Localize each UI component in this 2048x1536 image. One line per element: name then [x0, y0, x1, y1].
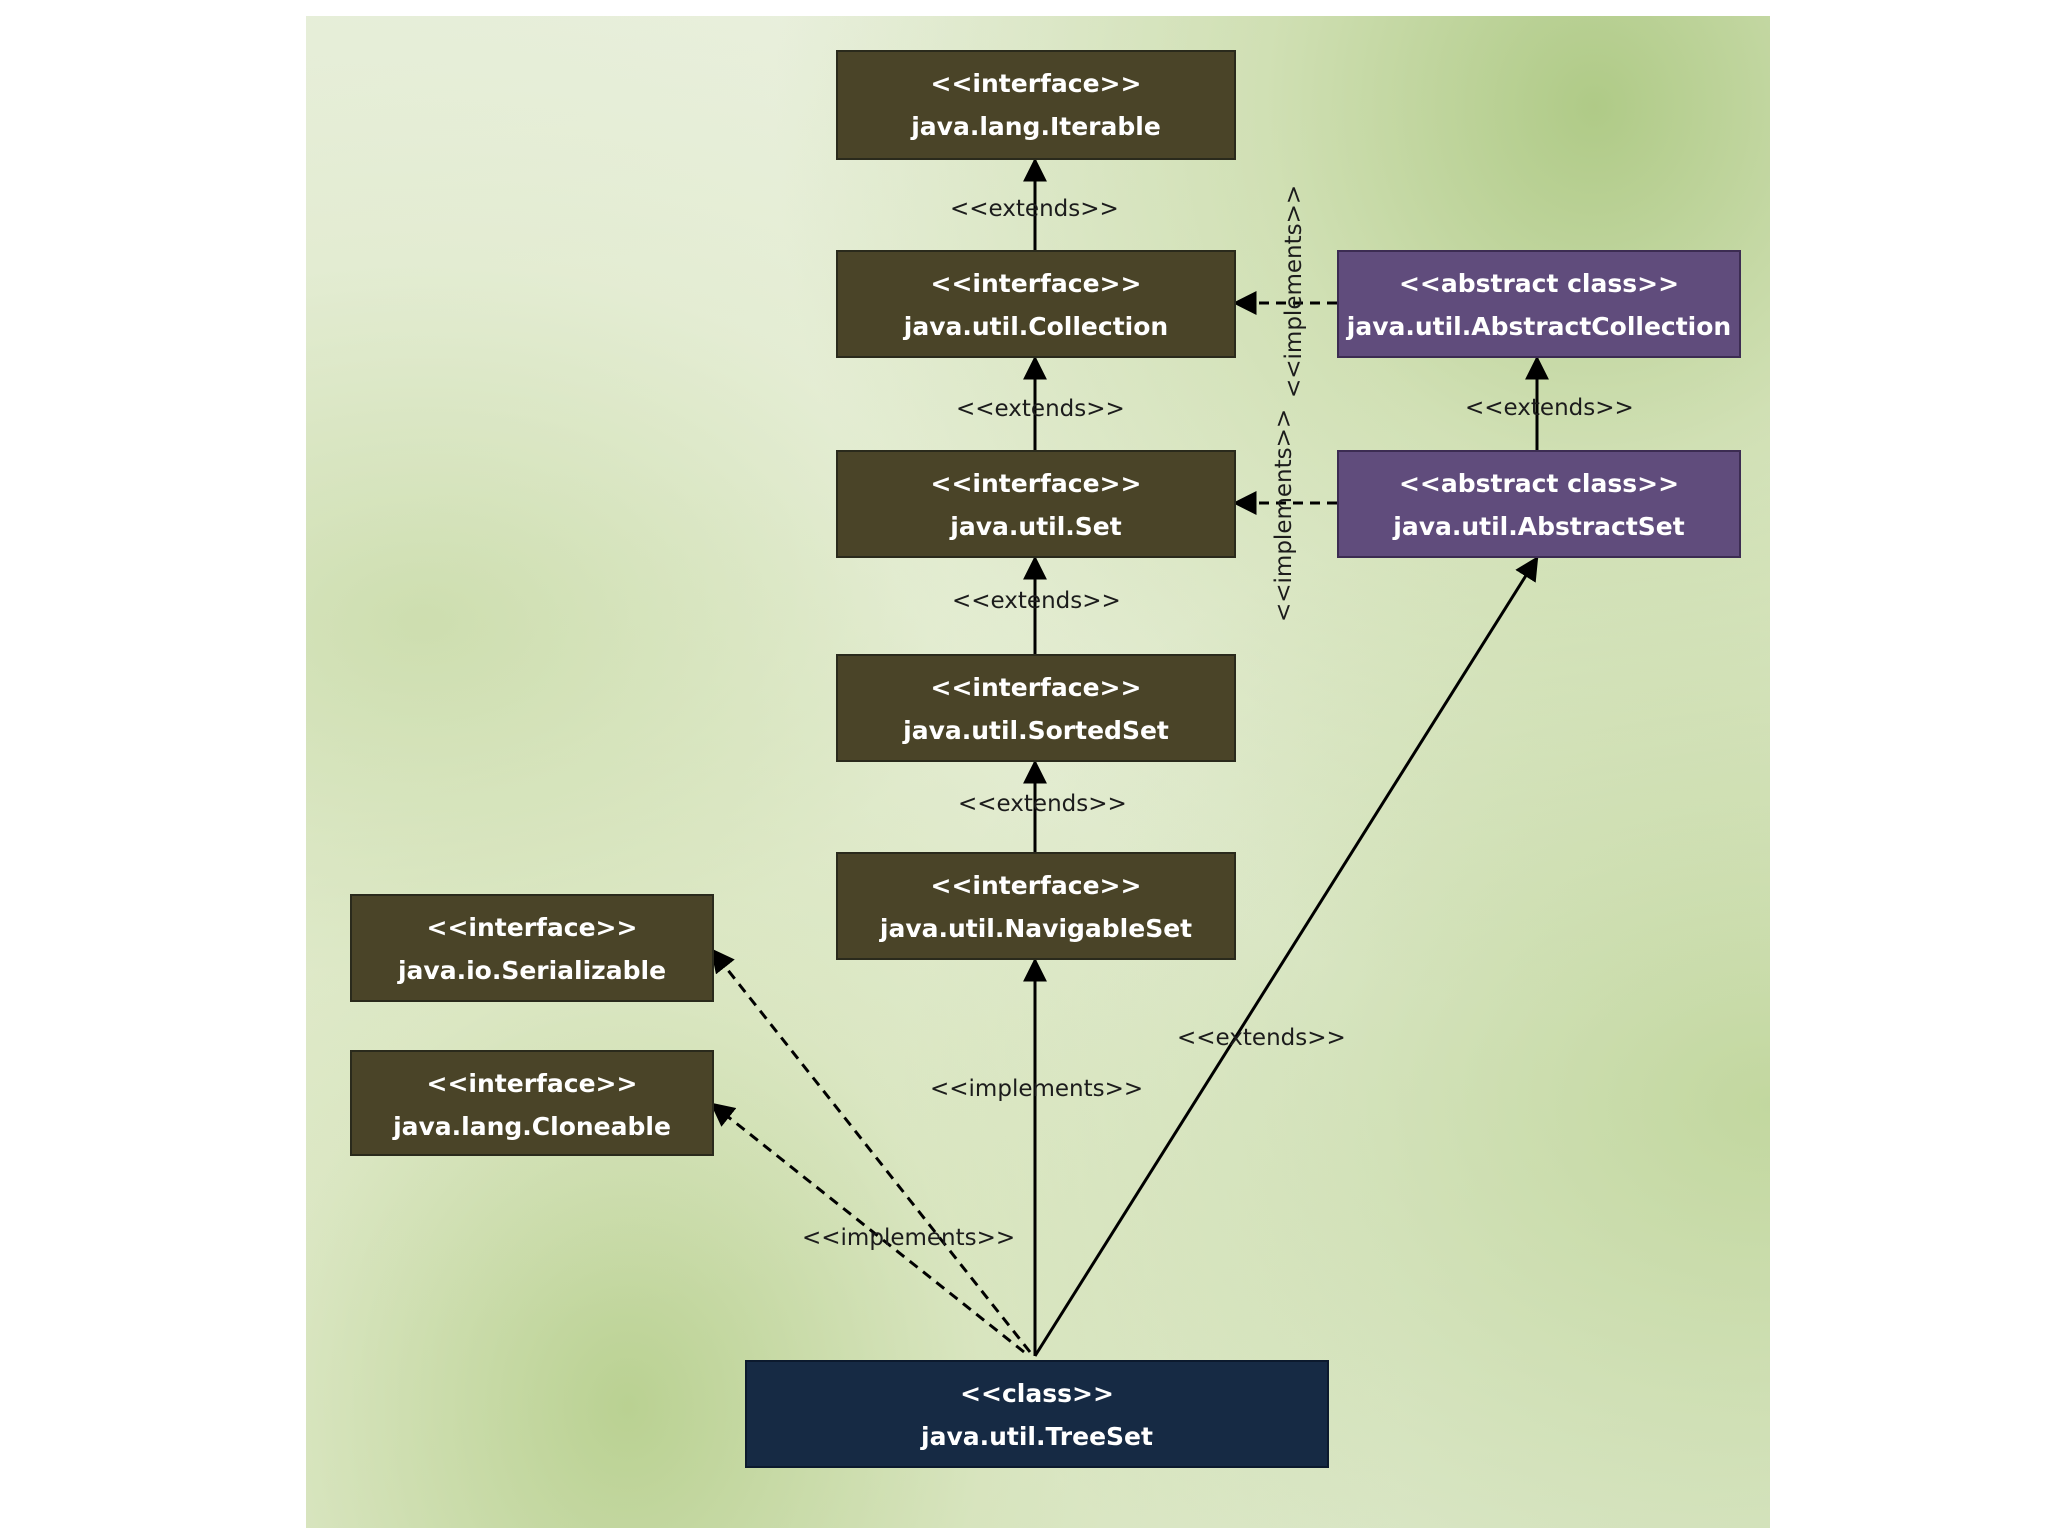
label-set-extends-collection: <<extends>>	[956, 396, 1125, 422]
node-sortedset-stereotype: <<interface>>	[930, 673, 1142, 702]
label-abstractset-extends-abstractcollection: <<extends>>	[1465, 395, 1634, 421]
node-serializable-stereotype: <<interface>>	[426, 913, 638, 942]
node-iterable-name: java.lang.Iterable	[911, 112, 1161, 141]
label-navigableset-extends-sortedset: <<extends>>	[958, 791, 1127, 817]
node-treeset-stereotype: <<class>>	[960, 1379, 1114, 1408]
label-treeset-implements-serializable-cloneable: <<implements>>	[802, 1225, 1016, 1251]
node-cloneable-name: java.lang.Cloneable	[393, 1112, 671, 1141]
label-treeset-implements-navigableset: <<implements>>	[930, 1076, 1144, 1102]
label-abstractcollection-implements-collection: <<implements>>	[1281, 184, 1307, 398]
node-abstractset-stereotype: <<abstract class>>	[1398, 469, 1680, 498]
label-abstractset-implements-set: <<implements>>	[1271, 408, 1297, 622]
node-serializable-name: java.io.Serializable	[397, 956, 667, 985]
label-treeset-extends-abstractset: <<extends>>	[1177, 1025, 1346, 1051]
node-iterable: <<interface>> java.lang.Iterable	[836, 50, 1236, 160]
node-set-stereotype: <<interface>>	[930, 469, 1142, 498]
node-abstractcollection: <<abstract class>> java.util.AbstractCol…	[1337, 250, 1741, 358]
node-collection-name: java.util.Collection	[903, 312, 1169, 341]
node-navigableset: <<interface>> java.util.NavigableSet	[836, 852, 1236, 960]
node-treeset-name: java.util.TreeSet	[921, 1422, 1153, 1451]
node-abstractcollection-name: java.util.AbstractCollection	[1346, 312, 1732, 341]
node-abstractset-name: java.util.AbstractSet	[1393, 512, 1685, 541]
node-cloneable: <<interface>> java.lang.Cloneable	[350, 1050, 714, 1156]
node-sortedset-name: java.util.SortedSet	[903, 716, 1169, 745]
node-serializable: <<interface>> java.io.Serializable	[350, 894, 714, 1002]
label-sortedset-extends-set: <<extends>>	[952, 588, 1121, 614]
node-abstractcollection-stereotype: <<abstract class>>	[1398, 269, 1680, 298]
node-set-name: java.util.Set	[950, 512, 1122, 541]
node-collection: <<interface>> java.util.Collection	[836, 250, 1236, 358]
node-sortedset: <<interface>> java.util.SortedSet	[836, 654, 1236, 762]
edge-treeset-extends-abstractset	[1033, 555, 1539, 1357]
node-navigableset-name: java.util.NavigableSet	[879, 914, 1193, 943]
node-set: <<interface>> java.util.Set	[836, 450, 1236, 558]
edge-treeset-implements-serializable	[710, 948, 1032, 1353]
node-treeset: <<class>> java.util.TreeSet	[745, 1360, 1329, 1468]
edge-treeset-implements-cloneable	[710, 1102, 1025, 1354]
node-iterable-stereotype: <<interface>>	[930, 69, 1142, 98]
node-cloneable-stereotype: <<interface>>	[426, 1069, 638, 1098]
node-abstractset: <<abstract class>> java.util.AbstractSet	[1337, 450, 1741, 558]
node-navigableset-stereotype: <<interface>>	[930, 871, 1142, 900]
node-collection-stereotype: <<interface>>	[930, 269, 1142, 298]
label-collection-extends-iterable: <<extends>>	[950, 196, 1119, 222]
